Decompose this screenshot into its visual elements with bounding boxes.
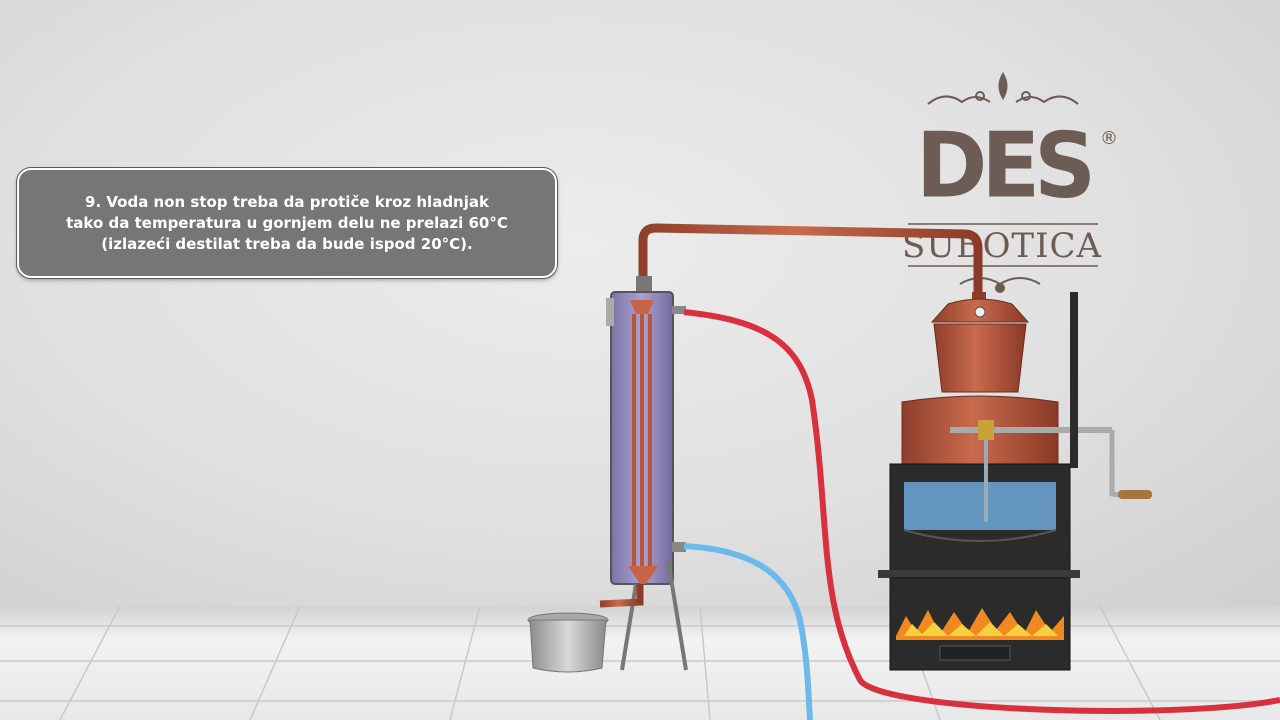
condenser-stand [620,559,688,671]
instruction-caption-text: 9. Voda non stop treba da protiče kroz h… [66,192,508,253]
registered-mark: ® [1100,128,1118,149]
brand-ornament [908,72,1098,293]
hot-water-hose [683,309,1280,714]
condenser-cooler [606,276,686,585]
agitator-crank [950,292,1152,522]
cold-water-hose [683,543,813,720]
still-boiler [878,292,1080,671]
brand-name: DES [915,113,1096,219]
distillate-outlet [599,584,644,608]
instruction-caption-box: 9. Voda non stop treba da protiče kroz h… [17,168,557,278]
collection-pot [527,612,609,673]
vapour-pipe [638,223,983,297]
